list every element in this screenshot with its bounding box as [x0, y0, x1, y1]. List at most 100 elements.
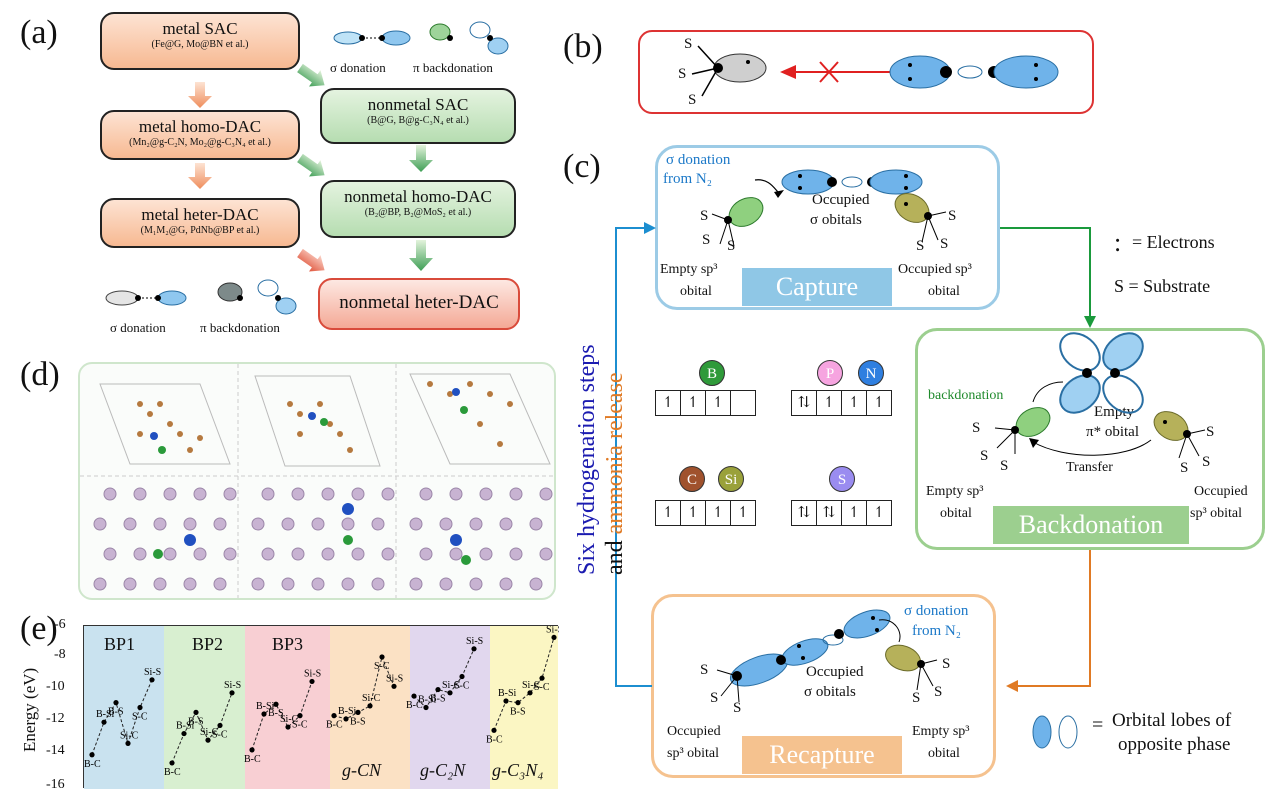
- legend-lobes-1: Orbital lobes of: [1112, 710, 1232, 731]
- point-label: B-C: [326, 720, 343, 731]
- panel-label-b: (b): [563, 28, 603, 65]
- data-point: [181, 730, 187, 737]
- nonmetal-sac-box: nonmetal SAC (B@G, B@g-C₃N₄ et al.): [320, 88, 516, 144]
- data-point: [527, 690, 533, 696]
- sigma-donation-c3: σ donation: [904, 603, 969, 619]
- legend-electrons: = Electrons: [1132, 232, 1215, 252]
- atom-n: N: [858, 360, 884, 386]
- data-point: [137, 704, 143, 711]
- cells-csi: ↿↿↿↿: [655, 500, 756, 526]
- occupied-back-2: sp³ obital: [1190, 506, 1243, 521]
- s-c1f: S: [916, 238, 925, 254]
- data-point: [249, 747, 255, 753]
- series-line: [171, 692, 233, 764]
- data-point: [391, 683, 397, 689]
- sp3-obital-c3: sp³ obital: [667, 746, 720, 761]
- panel-b-box: [638, 30, 1094, 114]
- lobes-legend-icon: [1032, 715, 1078, 749]
- energy-lines: B-CB-SiB-SSi-CS-CSi-SB-CB-SiB-SSi-CS-CSi…: [84, 626, 559, 778]
- transfer-label: Transfer: [1066, 460, 1113, 475]
- cell: ⇅: [791, 390, 817, 416]
- region-label-gcn: g-CN: [342, 760, 382, 780]
- data-point: [297, 713, 303, 719]
- ytick-14: -14: [46, 743, 65, 758]
- nonmetal-homo-dac-box: nonmetal homo-DAC (B₂@BP, B₂@MoS₂ et al.…: [320, 180, 516, 238]
- panel-b-diagram: [691, 45, 1059, 97]
- point-label: S-C: [374, 661, 390, 672]
- region-bp3: [245, 626, 330, 789]
- metal-sac-title: metal SAC: [162, 19, 238, 38]
- backdonation-label: backdonation: [928, 388, 1004, 403]
- backdonation-banner: Backdonation: [993, 506, 1189, 544]
- s-b5: S: [1202, 454, 1211, 470]
- panel-label-d: (d): [20, 356, 60, 393]
- nonmetal-sac-title: nonmetal SAC: [367, 95, 469, 114]
- s-c1a: S: [700, 208, 709, 224]
- data-point: [261, 711, 267, 717]
- point-label: B-C: [84, 759, 101, 770]
- point-label: B-C: [164, 767, 181, 778]
- point-label: S-C: [132, 712, 148, 723]
- point-label: B-S: [510, 707, 526, 718]
- point-label: S-C: [292, 720, 308, 731]
- metal-heter-title: metal heter-DAC: [141, 205, 259, 224]
- region-label-bp1: BP1: [104, 634, 136, 654]
- point-label: B-S: [188, 716, 204, 727]
- data-point: [503, 698, 509, 704]
- occupied-sp3-c1: Occupied sp³: [898, 262, 972, 277]
- ytick-16: -16: [46, 777, 65, 792]
- point-label: Si-S: [546, 626, 559, 635]
- s-b3: S: [1000, 458, 1009, 474]
- region-bp1: [84, 626, 164, 789]
- sigma-donation-top-label: σ donation: [330, 60, 386, 75]
- point-label: Si-C: [200, 727, 219, 738]
- data-point: [125, 740, 131, 746]
- from-n2-c1: from N₂: [663, 171, 712, 187]
- s-label-b3: S: [688, 92, 697, 108]
- point-label: S-C: [212, 729, 228, 740]
- data-point: [113, 700, 119, 706]
- data-point: [285, 724, 291, 730]
- point-label: B-Si: [418, 695, 437, 706]
- series-line: [493, 637, 555, 731]
- ytick-6: -6: [54, 617, 66, 632]
- s-label-b1: S: [684, 36, 693, 52]
- data-point: [515, 700, 521, 706]
- empty-sp3-back-1: Empty sp³: [926, 484, 984, 499]
- metal-heter-dac-box: metal heter-DAC (M₁M₂@G, PdNb@BP et al.): [100, 198, 300, 248]
- capture-orbitals: [711, 169, 947, 247]
- obital-c1b: obital: [928, 284, 960, 299]
- data-point: [459, 673, 465, 680]
- cell: ⇅: [816, 500, 842, 526]
- bottom-lattices: [93, 487, 553, 591]
- point-label: B-Si: [498, 688, 517, 699]
- region-label-gc2n: g-C₂N: [420, 760, 466, 780]
- cell: [730, 390, 756, 416]
- data-point: [331, 713, 337, 719]
- series-line: [251, 681, 313, 751]
- cells-pn: ⇅↿↿↿: [791, 390, 892, 416]
- s-c1b: S: [702, 232, 711, 248]
- electrons-dots: :: [1114, 228, 1122, 257]
- side-text-2: and: [602, 540, 628, 575]
- data-point: [471, 646, 477, 652]
- metal-heter-sub: (M₁M₂@G, PdNb@BP et al.): [140, 225, 260, 236]
- region-gc2n: [410, 626, 490, 789]
- data-point: [435, 686, 441, 693]
- occupied-c1: Occupied: [812, 192, 870, 208]
- data-point: [273, 701, 279, 707]
- data-point: [89, 752, 95, 758]
- recapture-banner: Recapture: [742, 736, 902, 774]
- metal-homo-title: metal homo-DAC: [138, 117, 262, 136]
- point-label: B-S: [350, 716, 366, 727]
- cell: ↿: [866, 500, 892, 526]
- point-label: B-Si: [96, 709, 115, 720]
- point-label: Si-C: [120, 730, 139, 741]
- sigma-obitals-c1: σ obitals: [810, 212, 862, 228]
- s-r3: S: [733, 700, 742, 716]
- empty-sp3-back-2: obital: [940, 506, 972, 521]
- empty-pi-2: π* obital: [1086, 424, 1139, 440]
- cell: ↿: [730, 500, 756, 526]
- data-point: [229, 690, 235, 696]
- s-c1c: S: [727, 238, 736, 254]
